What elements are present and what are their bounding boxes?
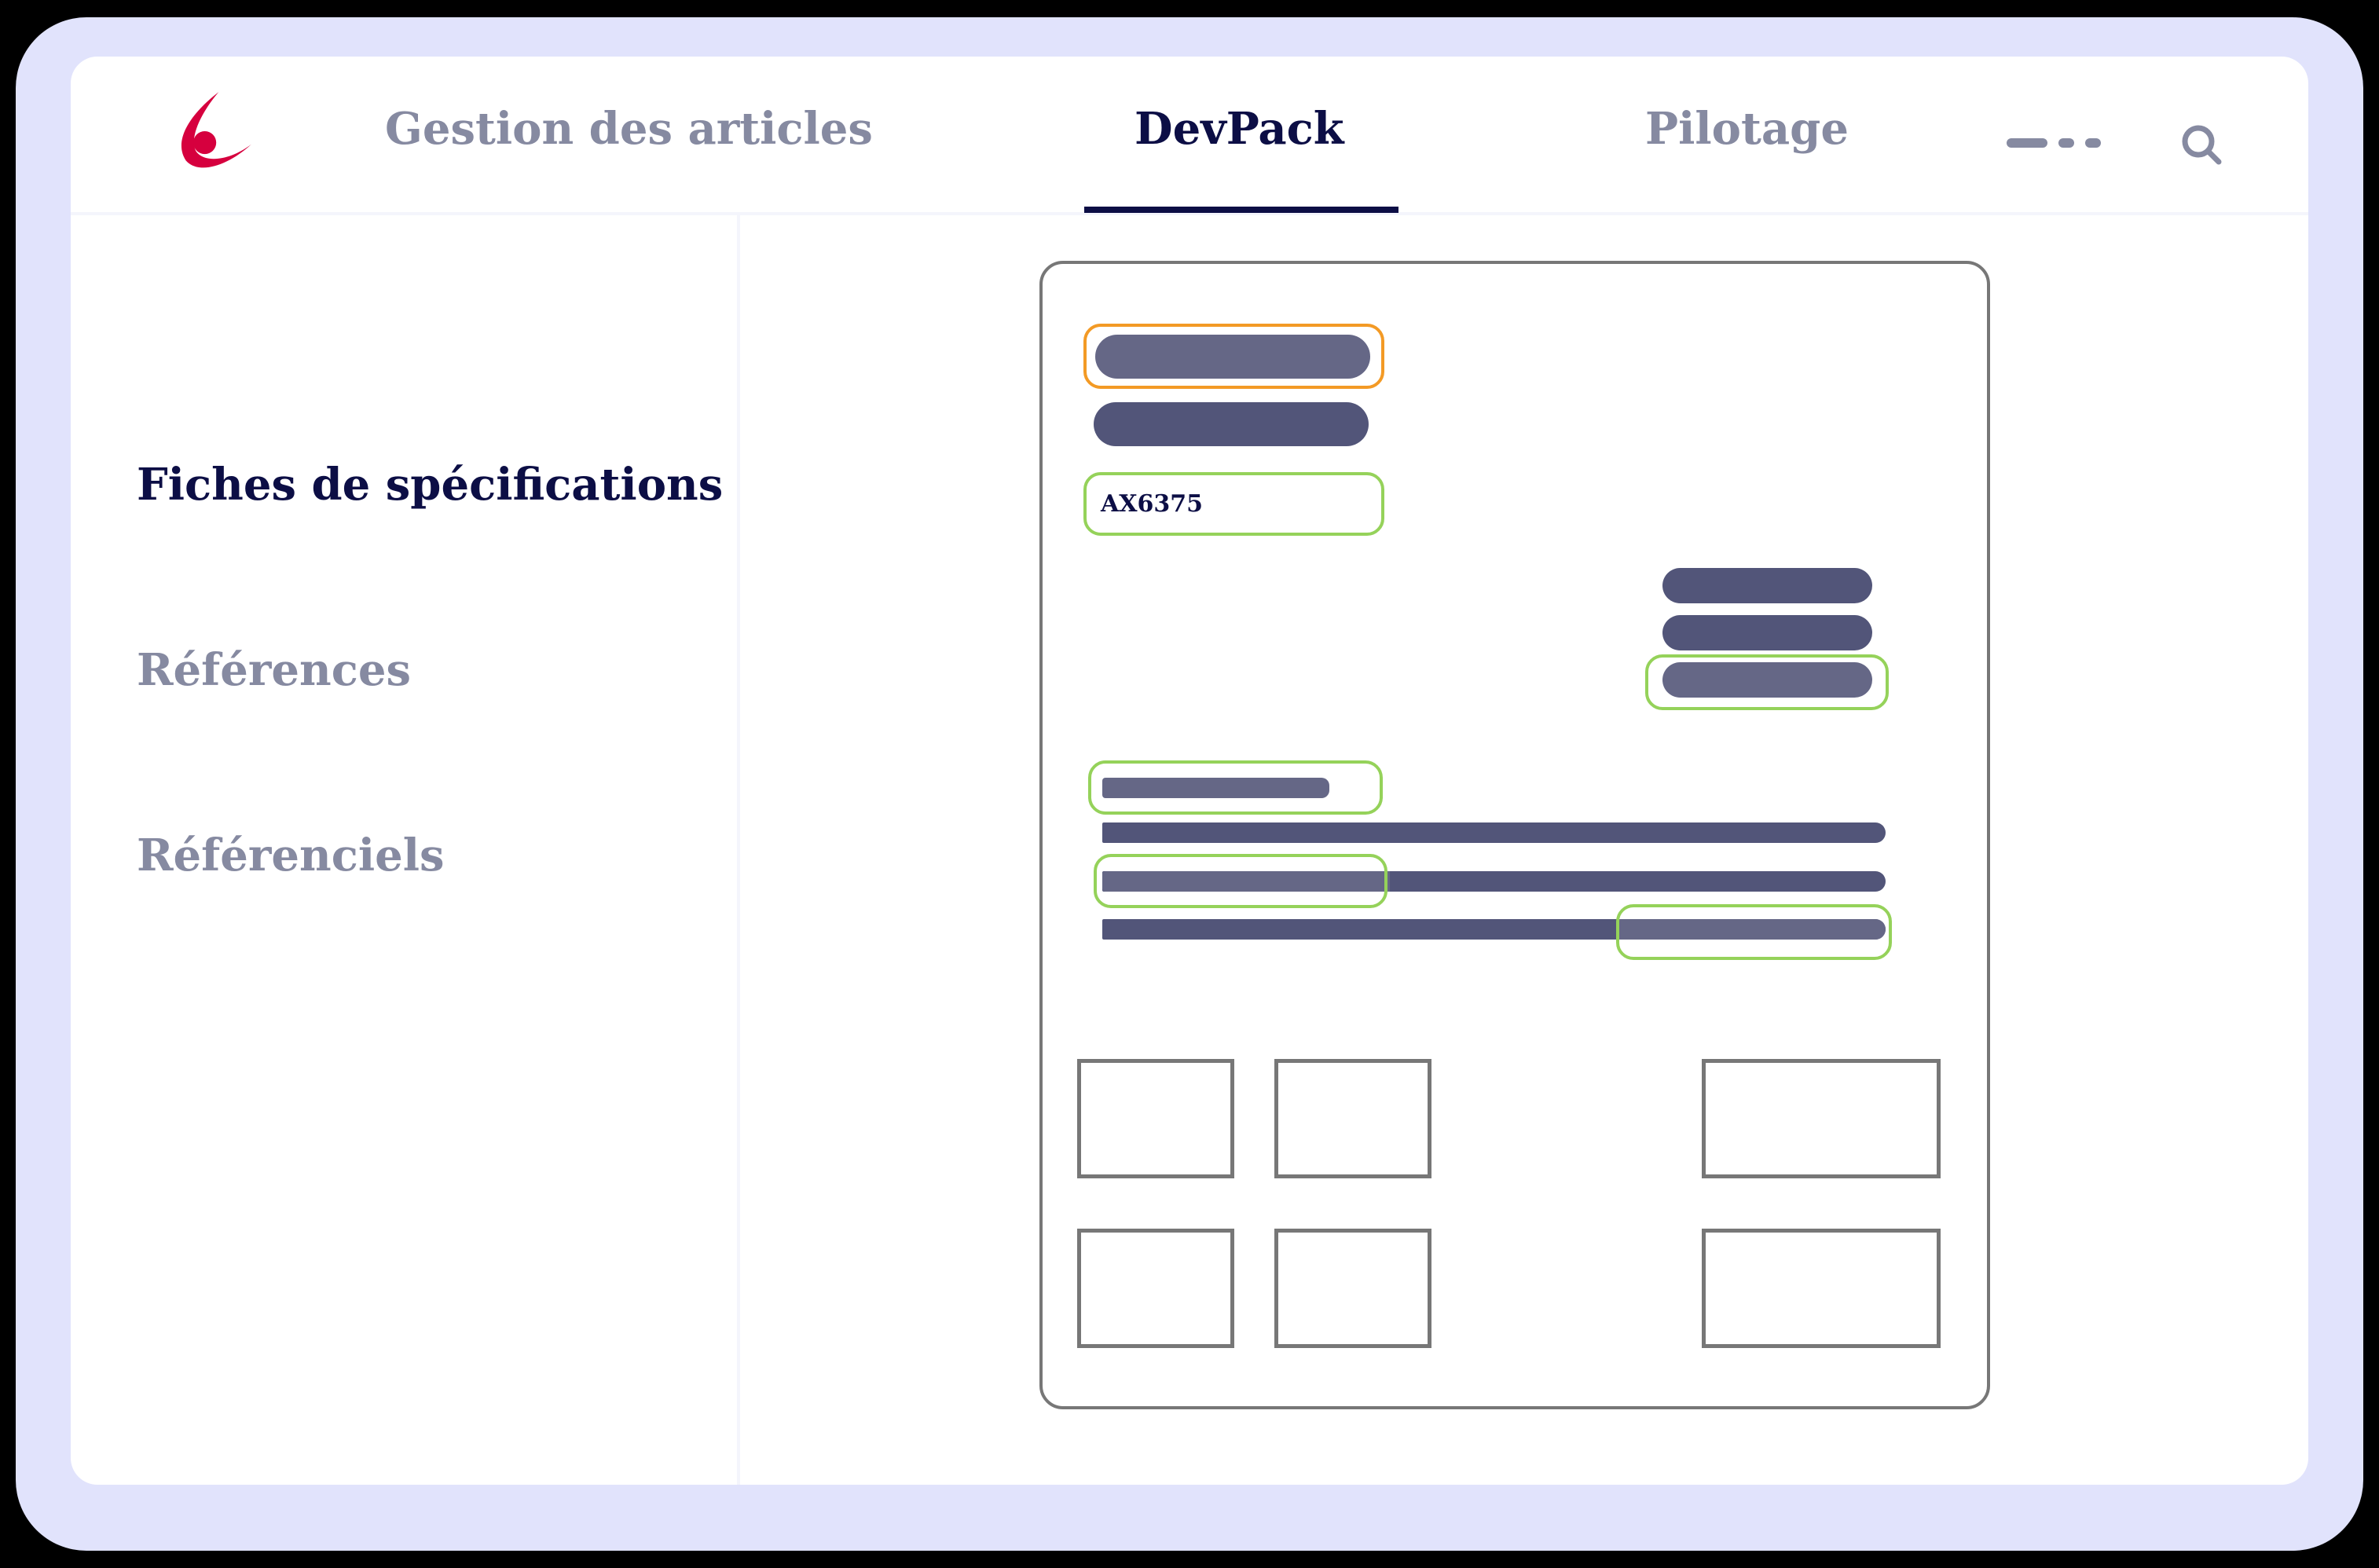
highlight-line-2-field[interactable] — [1094, 854, 1387, 908]
info-bar-1 — [1662, 568, 1872, 603]
image-placeholder-3 — [1702, 1059, 1941, 1178]
reference-field[interactable]: AX6375 — [1083, 472, 1384, 536]
text-line-2-highlighted-segment — [1102, 871, 1390, 892]
sidebar-item-referenciels[interactable]: Référenciels — [137, 830, 445, 881]
highlight-info-field[interactable] — [1645, 654, 1889, 710]
image-placeholder-5 — [1274, 1229, 1431, 1348]
top-nav-bar: Gestion des articles DevPack Pilotage — [71, 57, 2308, 215]
sidebar: Fiches de spécifications Références Réfé… — [71, 215, 740, 1485]
tab-gestion-des-articles[interactable]: Gestion des articles — [385, 103, 873, 155]
brand-logo-icon[interactable] — [171, 90, 253, 172]
image-placeholder-4 — [1077, 1229, 1234, 1348]
reference-code: AX6375 — [1101, 490, 1204, 518]
highlight-line-3-field[interactable] — [1616, 904, 1892, 960]
subtitle-bar — [1094, 402, 1369, 446]
sidebar-item-references[interactable]: Références — [137, 644, 411, 696]
image-placeholder-1 — [1077, 1059, 1234, 1178]
more-icon[interactable] — [2007, 138, 2104, 148]
text-line-3-highlighted-segment — [1619, 919, 1886, 940]
highlight-section-heading[interactable] — [1088, 760, 1383, 815]
info-bar-3 — [1662, 662, 1872, 698]
title-bar — [1095, 335, 1370, 379]
image-placeholder-2 — [1274, 1059, 1431, 1178]
text-line-1 — [1102, 822, 1886, 843]
section-heading-bar — [1102, 778, 1329, 798]
sidebar-item-fiches-de-specifications[interactable]: Fiches de spécifications — [137, 459, 724, 511]
app-window: Gestion des articles DevPack Pilotage Fi… — [71, 57, 2308, 1485]
tab-devpack[interactable]: DevPack — [1135, 103, 1344, 155]
tab-pilotage[interactable]: Pilotage — [1645, 103, 1849, 155]
image-placeholder-6 — [1702, 1229, 1941, 1348]
active-tab-indicator — [1084, 207, 1398, 213]
info-bar-2 — [1662, 615, 1872, 650]
search-icon[interactable] — [2179, 123, 2227, 170]
highlight-title-field[interactable] — [1083, 324, 1384, 389]
specification-sheet-preview: AX6375 — [1039, 261, 1990, 1409]
